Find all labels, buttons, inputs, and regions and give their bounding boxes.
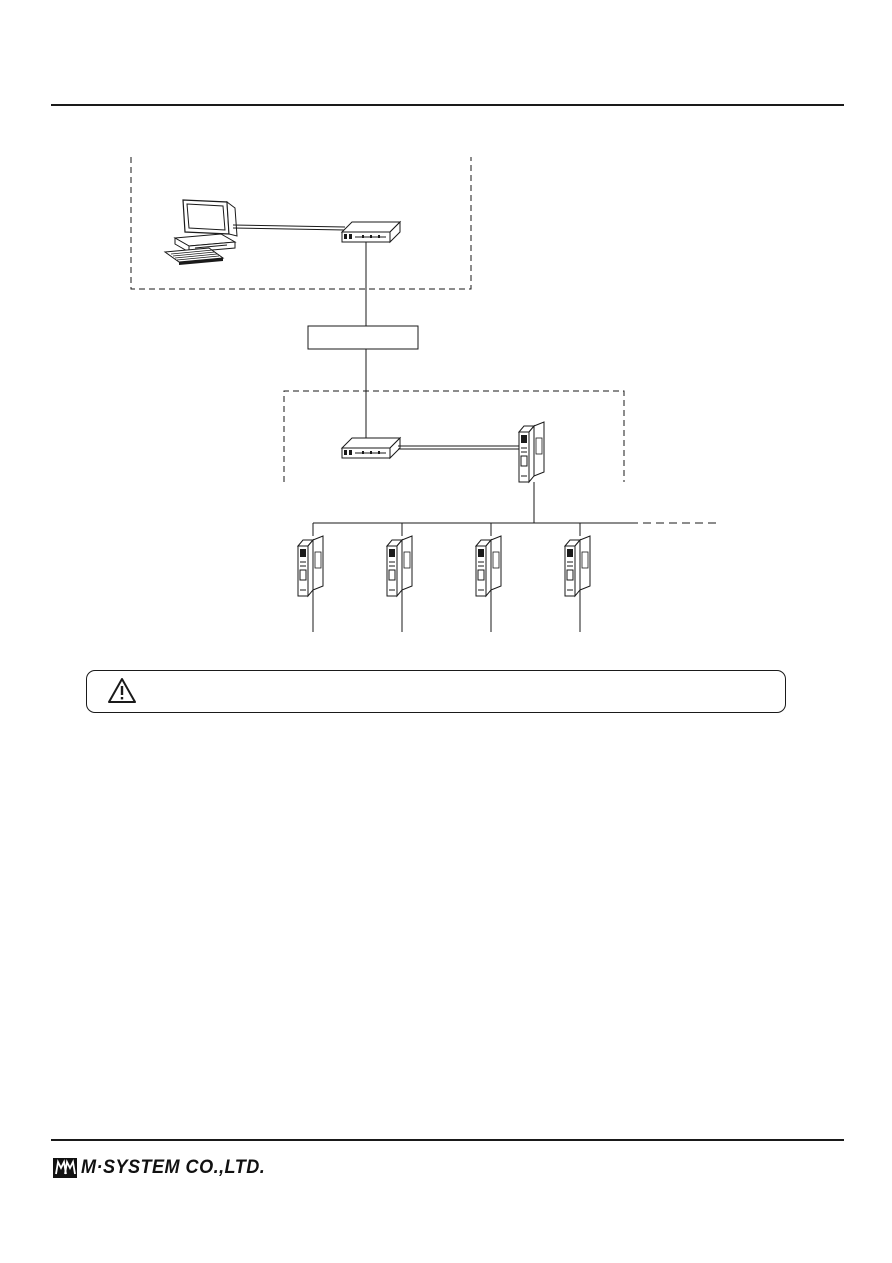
field-module-2-icon bbox=[386, 535, 413, 597]
link-box bbox=[307, 325, 419, 350]
field-module-4-icon bbox=[564, 535, 591, 597]
field-module-3-icon bbox=[475, 535, 502, 597]
upper-hub-icon bbox=[341, 221, 401, 243]
company-logo: M·SYSTEM CO.,LTD. bbox=[53, 1156, 275, 1180]
upper-site-boundary bbox=[130, 157, 472, 290]
lower-site-boundary bbox=[283, 390, 625, 482]
pc-hub-cable bbox=[232, 224, 346, 228]
header-rule bbox=[51, 104, 844, 106]
lower-hub-icon bbox=[341, 437, 401, 459]
company-name: M·SYSTEM CO.,LTD. bbox=[81, 1157, 266, 1178]
field-module-1-icon bbox=[297, 535, 324, 597]
warning-triangle-icon bbox=[108, 678, 136, 703]
m-system-logo-icon bbox=[53, 1158, 77, 1178]
pc-workstation-icon bbox=[163, 199, 238, 265]
caution-box bbox=[86, 670, 786, 713]
network-diagram bbox=[130, 157, 718, 632]
footer-rule bbox=[51, 1139, 844, 1141]
gateway-module-icon bbox=[518, 421, 545, 483]
